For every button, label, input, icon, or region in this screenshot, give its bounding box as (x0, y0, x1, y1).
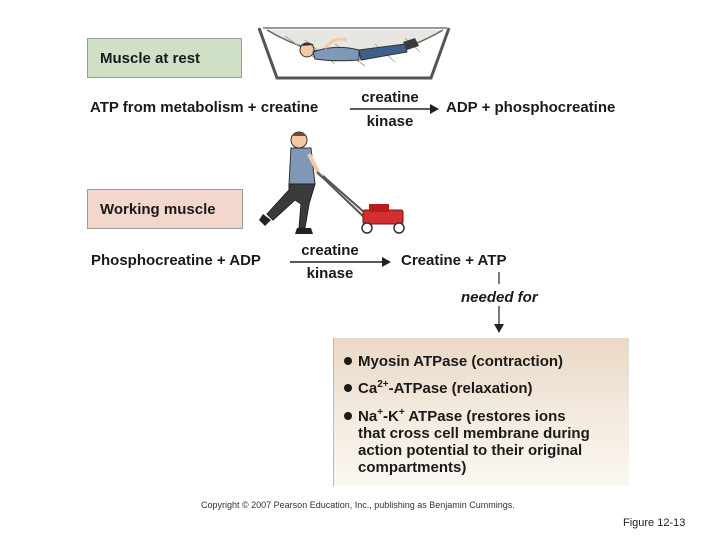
bullet-icon (344, 384, 352, 392)
rest-enzyme-top: creatine (361, 89, 419, 106)
working-products: Creatine + ATP (401, 252, 507, 269)
working-label: Working muscle (87, 189, 243, 229)
lawnmower-illustration (259, 131, 405, 234)
copyright-notice: Copyright © 2007 Pearson Education, Inc.… (201, 500, 515, 510)
rest-enzyme-bottom: kinase (366, 113, 414, 130)
bullet-icon (344, 357, 352, 365)
figure-label: Figure 12-13 (623, 517, 686, 529)
bullet-icon (344, 412, 352, 420)
needed-for-label: needed for (461, 289, 538, 306)
working-enzyme-bottom: kinase (306, 265, 354, 282)
hammock-illustration (257, 27, 451, 80)
working-enzyme-top: creatine (301, 242, 359, 259)
needed-for-arrow (494, 272, 504, 333)
use-calcium-text: Ca2+-ATPase (relaxation) (358, 379, 533, 398)
use-myosin-text: Myosin ATPase (contraction) (358, 353, 564, 370)
rest-reaction-arrow (350, 104, 439, 114)
use-sodium-potassium-text: Na+-K+ ATPase (restores ions that cross … (358, 407, 590, 477)
rest-products: ADP + phosphocreatine (446, 99, 616, 116)
working-reaction-arrow (290, 257, 391, 267)
atp-uses-panel: Myosin ATPase (contraction) Ca2+-ATPase … (333, 338, 629, 486)
working-reactants: Phosphocreatine + ADP (91, 252, 261, 269)
rest-reactants: ATP from metabolism + creatine (90, 99, 319, 116)
rest-label: Muscle at rest (87, 38, 242, 78)
